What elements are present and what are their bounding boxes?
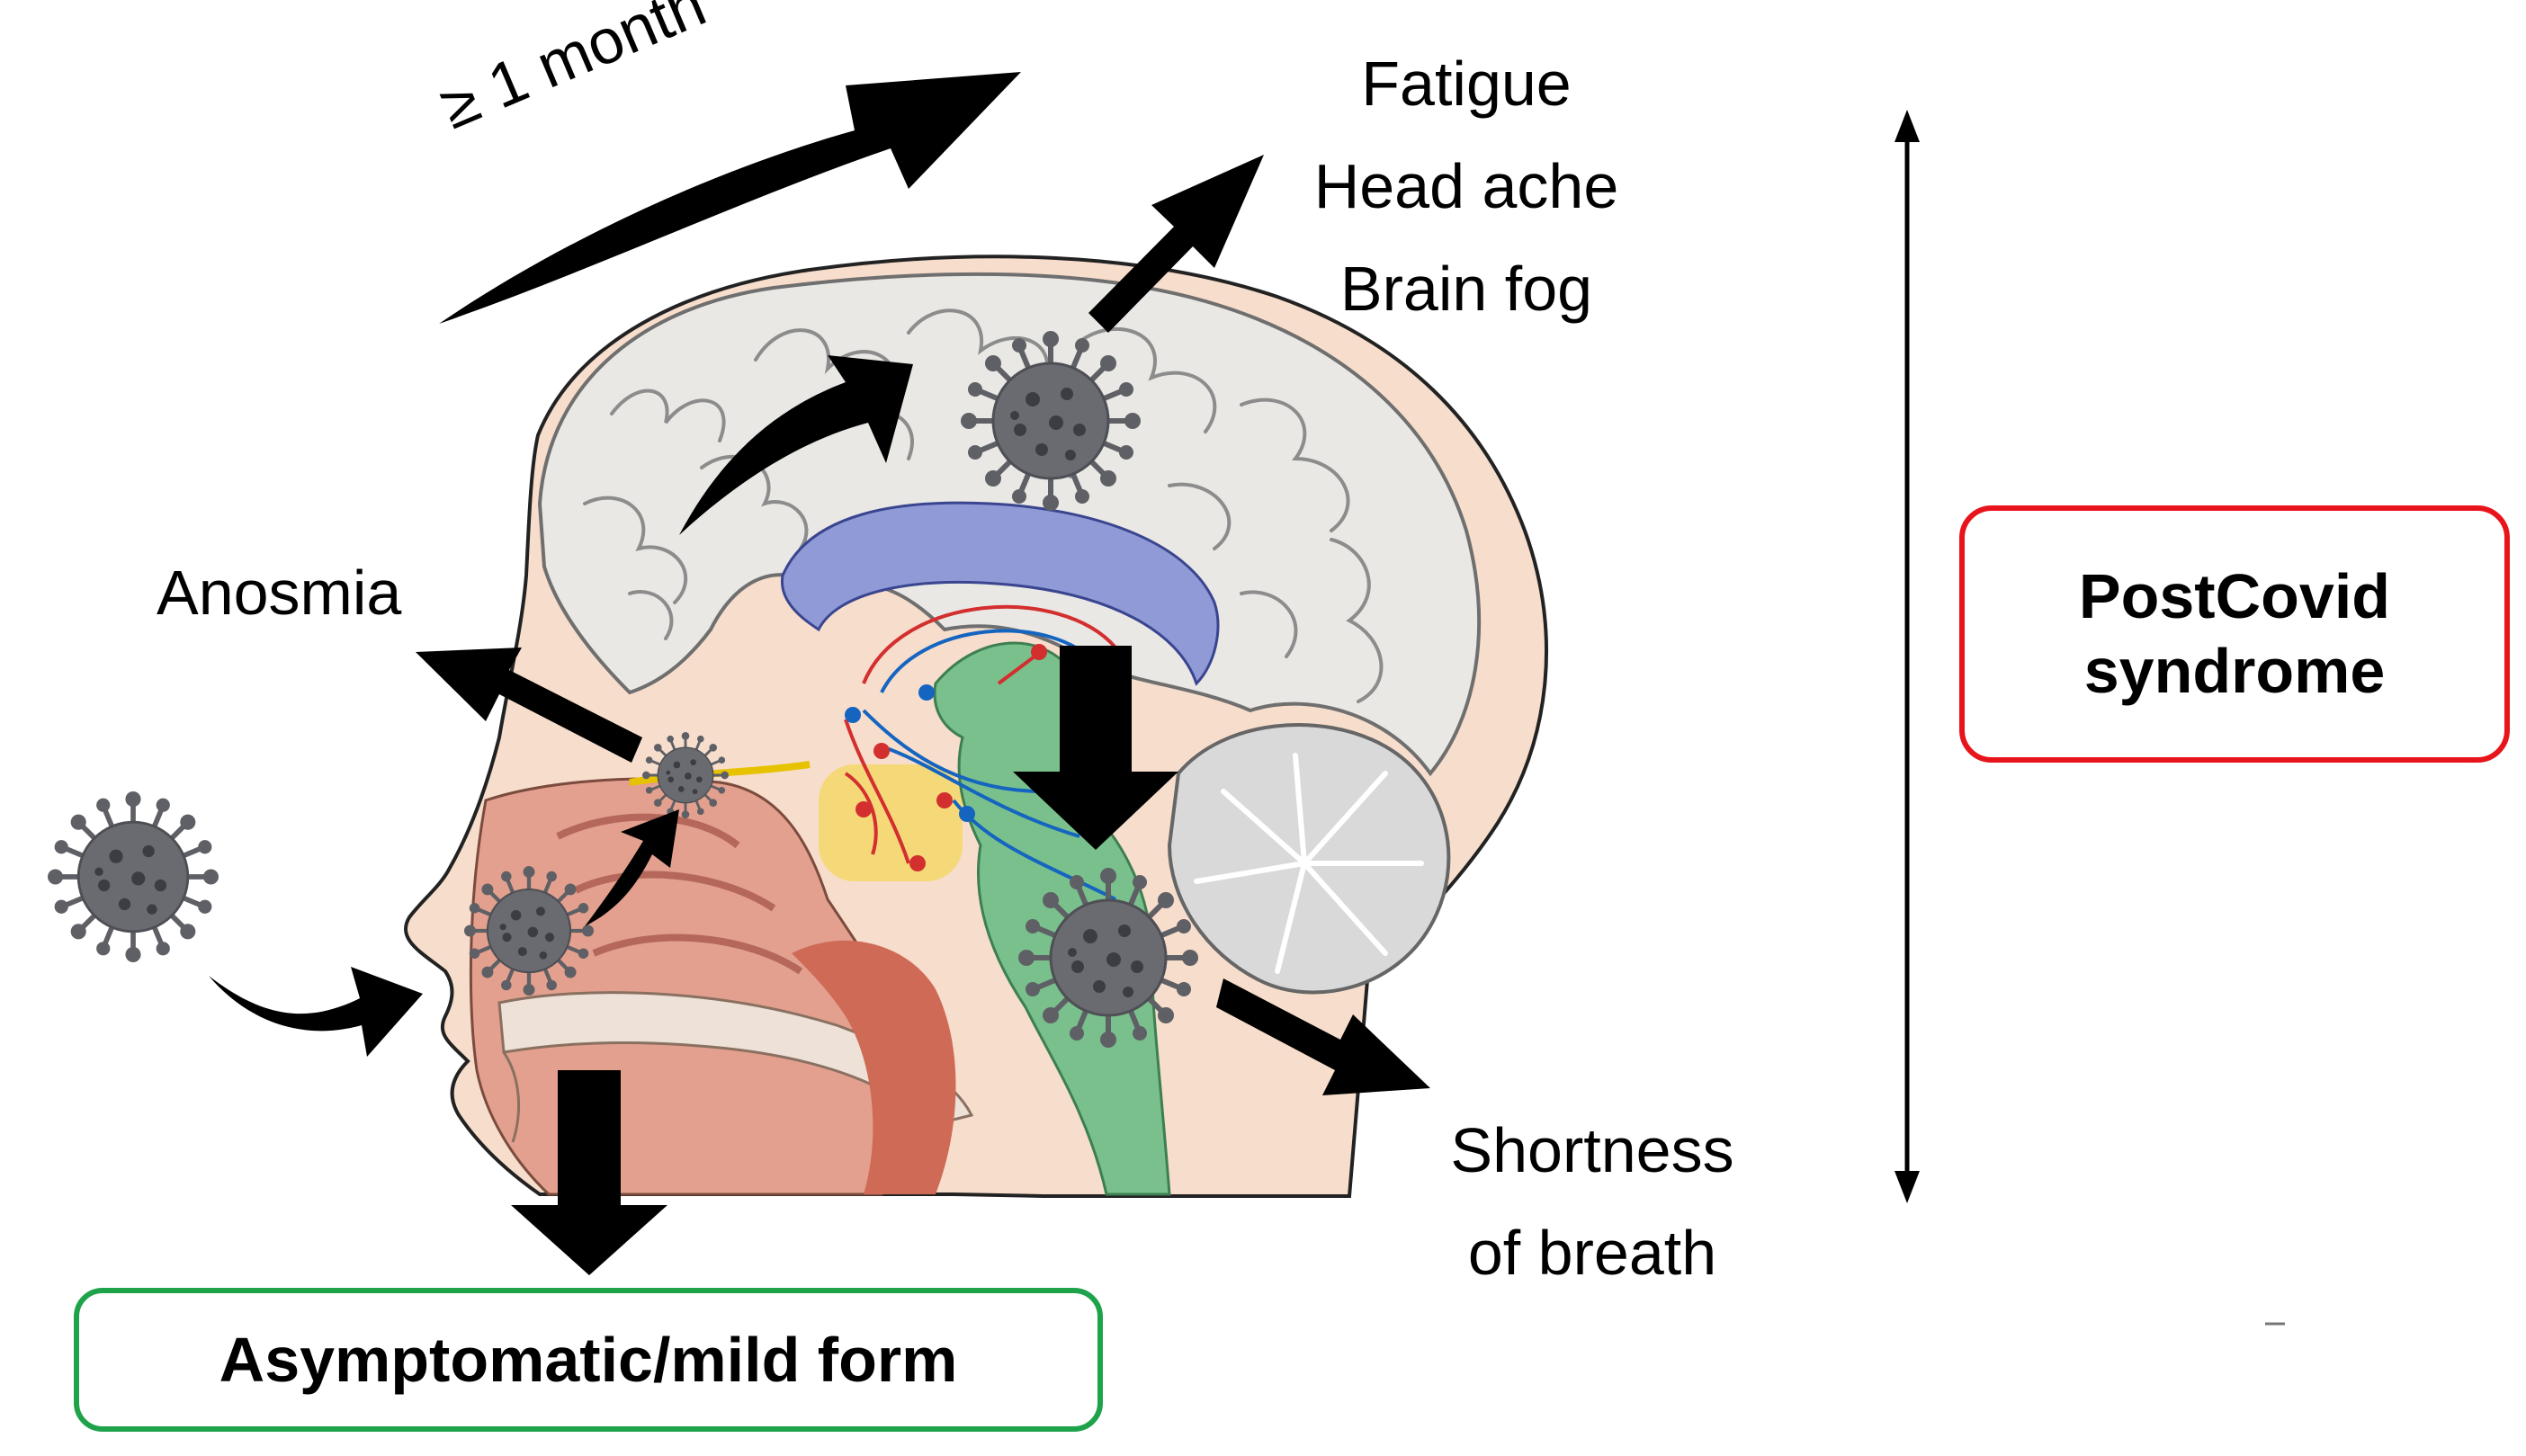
virus-brain-icon (961, 331, 1141, 511)
virus-brainstem-icon (1018, 868, 1198, 1048)
breath-label-line1: Shortness (1450, 1115, 1734, 1185)
cerebellum (1167, 723, 1451, 995)
postcovid-line1: PostCovid (2078, 561, 2391, 632)
symptom-headache-label: Head ache (1313, 151, 1619, 221)
entry-arrow (209, 967, 423, 1057)
anosmia-label: Anosmia (157, 558, 402, 628)
anosmia-arrow (416, 648, 642, 763)
neural-pathways (844, 605, 1117, 901)
duration-arrow (439, 72, 1021, 324)
mild-form-label: Asymptomatic/mild form (219, 1325, 958, 1395)
nose-to-olfactory-arrow (585, 809, 679, 926)
postcovid-line2: syndrome (2083, 636, 2386, 706)
olfactory-nerve (629, 761, 811, 786)
brain-to-symptoms-arrow (1088, 155, 1264, 333)
timeline-double-arrow (1894, 110, 1920, 1203)
virus-olfactory-icon (640, 730, 730, 820)
virus-nose-icon (464, 866, 594, 996)
corpus-callosum (781, 501, 1220, 686)
symptom-fatigue-label: Fatigue (1361, 49, 1572, 119)
brainstem-down-arrow (1013, 646, 1178, 850)
neural-nodes (845, 644, 1047, 871)
olfactory-to-brain-arrow (679, 355, 913, 535)
breath-label-line2: of breath (1467, 1218, 1717, 1288)
symptom-brainfog-label: Brain fog (1339, 254, 1593, 324)
mild-down-arrow (511, 1070, 667, 1275)
postcovid-syndrome-box: PostCovid syndrome (1959, 505, 2510, 763)
virus-outside-icon (48, 791, 219, 962)
breath-arrow (1216, 978, 1430, 1095)
mild-form-box: Asymptomatic/mild form (74, 1288, 1103, 1432)
